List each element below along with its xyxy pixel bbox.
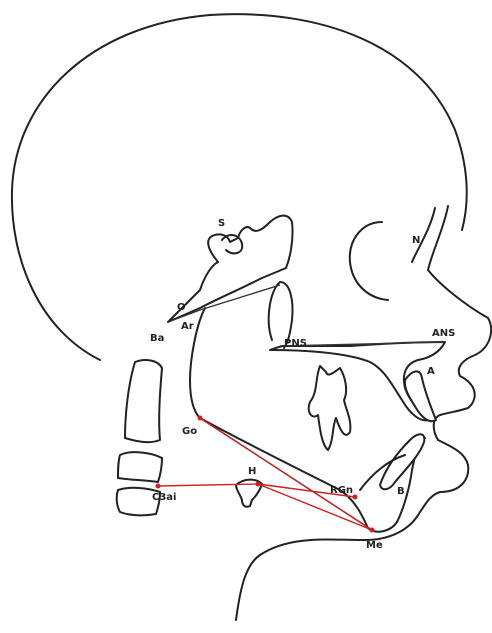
go-point: [198, 416, 203, 421]
sella-turcica: [222, 235, 242, 253]
label-me: Me: [366, 540, 383, 551]
label-s: S: [218, 218, 225, 229]
label-ans: ANS: [432, 328, 455, 339]
label-o: O: [177, 302, 186, 313]
orbit-outline: [350, 222, 388, 300]
label-rgn: RGn: [330, 485, 353, 496]
cranium-outline: [12, 14, 467, 360]
label-h: H: [248, 466, 256, 477]
face-profile: [236, 206, 491, 620]
me-point: [370, 528, 375, 533]
sella-region: [168, 216, 293, 322]
label-a: A: [427, 366, 435, 377]
lower-incisor: [380, 434, 424, 489]
label-ba: Ba: [150, 333, 164, 344]
h-me-line: [258, 484, 372, 530]
vertebra-c1: [125, 360, 162, 442]
vertebra-c2: [118, 452, 162, 482]
label-n: N: [412, 235, 420, 246]
label-pns: PNS: [284, 338, 307, 349]
label-go: Go: [182, 426, 197, 437]
upper-incisor: [405, 371, 436, 421]
label-b: B: [397, 486, 405, 497]
rgn-point: [353, 495, 358, 500]
molar-tooth: [309, 366, 351, 450]
h-point: [256, 482, 261, 487]
label-ar: Ar: [181, 321, 194, 332]
c3ai-point: [156, 484, 161, 489]
label-c3ai: C3ai: [152, 492, 176, 503]
mandible-outline: [190, 308, 425, 532]
